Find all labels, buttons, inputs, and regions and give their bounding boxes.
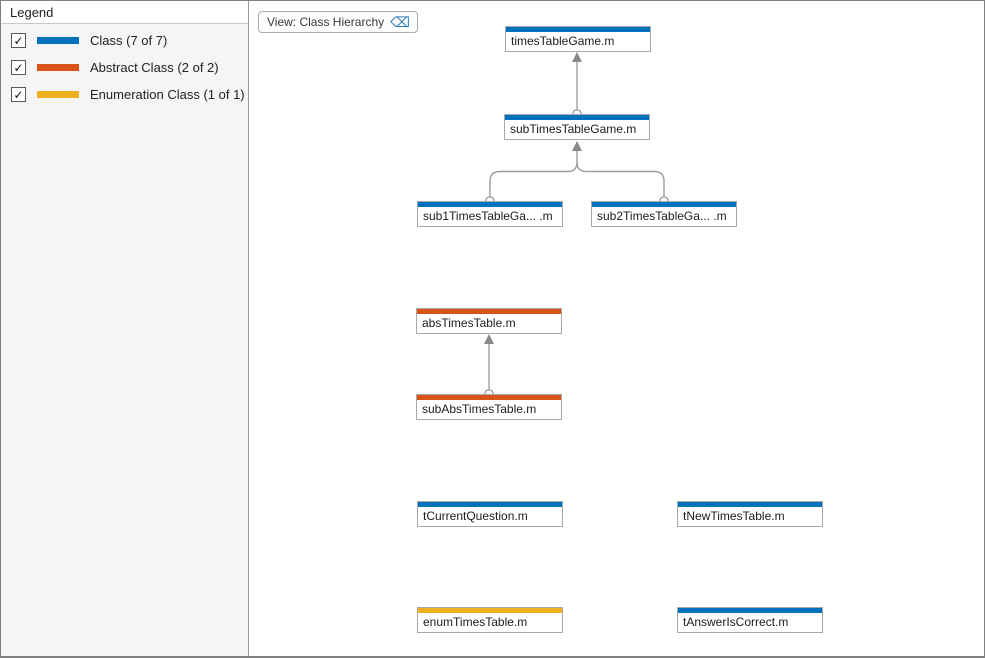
node-tCurrentQuestion[interactable]: tCurrentQuestion.m: [417, 501, 563, 527]
edge-subAbsTimesTable-to-absTimesTable: [484, 334, 494, 399]
abstract-class-checkbox[interactable]: ✓: [11, 60, 26, 75]
node-color-bar: [505, 115, 649, 120]
edge-sub1TimesTableGame-to-subTimesTableGame: [485, 151, 578, 206]
node-subAbsTimesTable[interactable]: subAbsTimesTable.m: [416, 394, 562, 420]
node-enumTimesTable[interactable]: enumTimesTable.m: [417, 607, 563, 633]
graph-edges: [484, 52, 669, 399]
class-color-swatch: [37, 37, 79, 44]
legend-panel: Legend ✓ Class (7 of 7) ✓ Abstract Class…: [1, 1, 249, 656]
class-checkbox[interactable]: ✓: [11, 33, 26, 48]
node-subTimesTableGame[interactable]: subTimesTableGame.m: [504, 114, 650, 140]
node-color-bar: [678, 608, 822, 613]
node-sub1TimesTableGame[interactable]: sub1TimesTableGa... .m: [417, 201, 563, 227]
node-color-bar: [678, 502, 822, 507]
node-absTimesTable[interactable]: absTimesTable.m: [416, 308, 562, 334]
node-color-bar: [418, 202, 562, 207]
node-timesTableGame[interactable]: timesTableGame.m: [505, 26, 651, 52]
graph-canvas[interactable]: View: Class Hierarchy ⌫: [249, 1, 984, 656]
check-icon: ✓: [13, 87, 24, 102]
edge-sub2TimesTableGame-to-subTimesTableGame: [572, 141, 669, 206]
view-filter-chip[interactable]: View: Class Hierarchy ⌫: [258, 11, 418, 33]
abstract-class-color-swatch: [37, 64, 79, 71]
clear-view-icon[interactable]: ⌫: [390, 14, 410, 30]
node-tNewTimesTable[interactable]: tNewTimesTable.m: [677, 501, 823, 527]
legend-title: Legend: [1, 1, 248, 24]
legend-item-class: ✓ Class (7 of 7): [1, 27, 248, 54]
legend-item-enumeration-class: ✓ Enumeration Class (1 of 1): [1, 81, 248, 108]
legend-item-label: Class (7 of 7): [90, 33, 168, 48]
node-color-bar: [418, 502, 562, 507]
node-tAnswerIsCorrect[interactable]: tAnswerIsCorrect.m: [677, 607, 823, 633]
node-sub2TimesTableGame[interactable]: sub2TimesTableGa... .m: [591, 201, 737, 227]
legend-list: ✓ Class (7 of 7) ✓ Abstract Class (2 of …: [1, 24, 248, 108]
node-color-bar: [418, 608, 562, 613]
enumeration-class-color-swatch: [37, 91, 79, 98]
node-color-bar: [506, 27, 650, 32]
legend-item-abstract-class: ✓ Abstract Class (2 of 2): [1, 54, 248, 81]
legend-item-label: Abstract Class (2 of 2): [90, 60, 219, 75]
legend-item-label: Enumeration Class (1 of 1): [90, 87, 245, 102]
node-color-bar: [592, 202, 736, 207]
enumeration-class-checkbox[interactable]: ✓: [11, 87, 26, 102]
view-filter-label: View: Class Hierarchy: [267, 15, 385, 29]
node-color-bar: [417, 395, 561, 400]
check-icon: ✓: [13, 33, 24, 48]
node-color-bar: [417, 309, 561, 314]
check-icon: ✓: [13, 60, 24, 75]
edge-subTimesTableGame-to-timesTableGame: [572, 52, 582, 119]
